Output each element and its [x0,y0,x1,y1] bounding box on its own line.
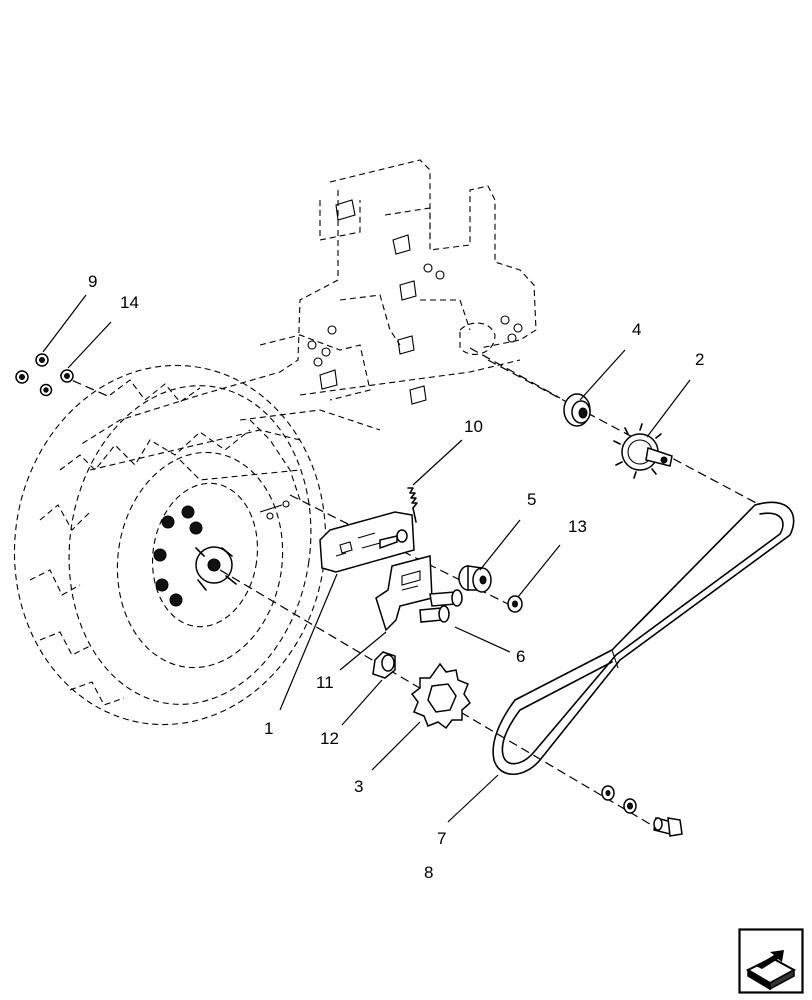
part-6-bolts [419,589,463,623]
next-page-arrow-icon [738,928,804,994]
part-13-washer [507,595,523,613]
callout-2: 2 [695,350,704,369]
callout-14: 14 [120,293,139,312]
callout-10: 10 [464,417,483,436]
callout-8: 8 [424,863,433,882]
callout-1: 1 [264,719,273,738]
callout-13: 13 [568,517,587,536]
part-7-chain [492,501,795,775]
callout-5: 5 [527,490,536,509]
part-2-sprocket [613,423,673,479]
wheel-hub [151,482,290,628]
part-8-hardware [601,785,683,837]
tire-phantom [13,364,327,726]
callout-9: 9 [88,272,97,291]
callout-3: 3 [354,777,363,796]
part-3-sprocket [410,662,471,730]
callout-11: 11 [316,673,334,692]
part-12-bushing [372,651,396,679]
next-page-button[interactable] [738,928,804,994]
callout-12: 12 [320,729,339,748]
part-11-bracket [375,555,433,632]
callout-4: 4 [632,320,641,339]
callout-6: 6 [516,647,525,666]
callout-labels: 9 14 4 2 10 5 13 6 11 1 12 3 7 8 [88,272,704,882]
part-4-bearing [563,393,591,427]
part-5-idler [458,565,492,593]
hardware-9-14 [15,353,74,397]
leader-lines [42,294,691,823]
part-1-plate [319,511,415,573]
callout-7: 7 [437,829,446,848]
part-10-spring [407,487,418,523]
